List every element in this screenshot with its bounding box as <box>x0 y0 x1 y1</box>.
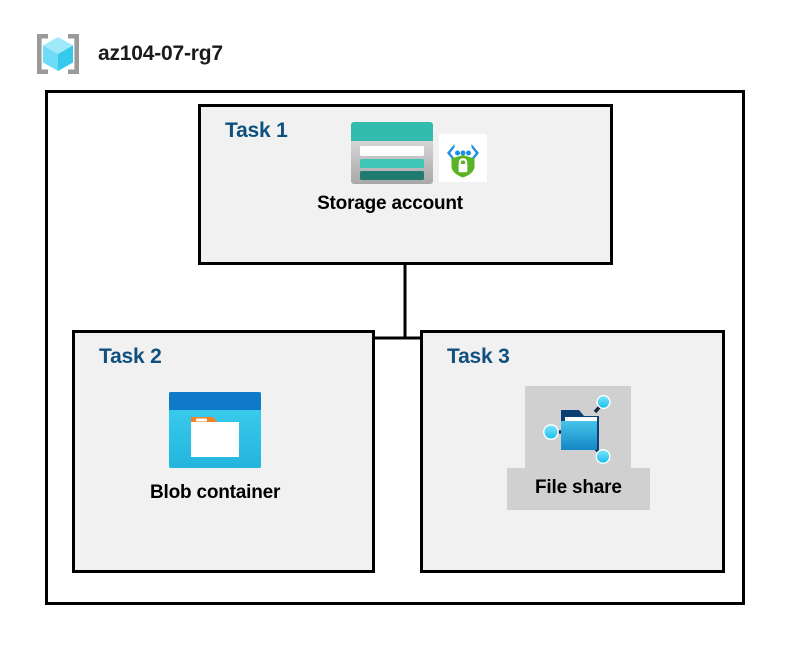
task-label-2: Task 2 <box>99 345 162 368</box>
blob-container-icon <box>169 392 262 482</box>
policy-shield-lock-icon <box>439 122 487 182</box>
task-box-1[interactable]: Task 1 <box>198 104 613 265</box>
file-share-caption-highlight: File share <box>507 468 650 510</box>
node-caption-storage-account: Storage account <box>317 193 463 214</box>
resource-group-header: az104-07-rg7 <box>32 28 223 80</box>
node-file-share[interactable]: File share <box>507 386 650 510</box>
node-caption-blob-container: Blob container <box>150 482 281 503</box>
file-share-icon-highlight <box>525 386 632 468</box>
task-label-1: Task 1 <box>225 119 288 142</box>
node-blob-container[interactable]: Blob container <box>150 392 280 504</box>
storage-account-icon <box>351 122 433 184</box>
task-box-2[interactable]: Task 2 <box>72 330 375 573</box>
resource-group-name: az104-07-rg7 <box>98 42 223 65</box>
node-caption-file-share: File share <box>535 477 622 498</box>
node-storage-account[interactable]: Storage account <box>293 122 487 215</box>
storage-account-icon-row <box>351 122 487 184</box>
file-share-folder-icon <box>539 390 617 468</box>
resource-group-cube-icon <box>32 28 84 80</box>
task-label-3: Task 3 <box>447 345 510 368</box>
